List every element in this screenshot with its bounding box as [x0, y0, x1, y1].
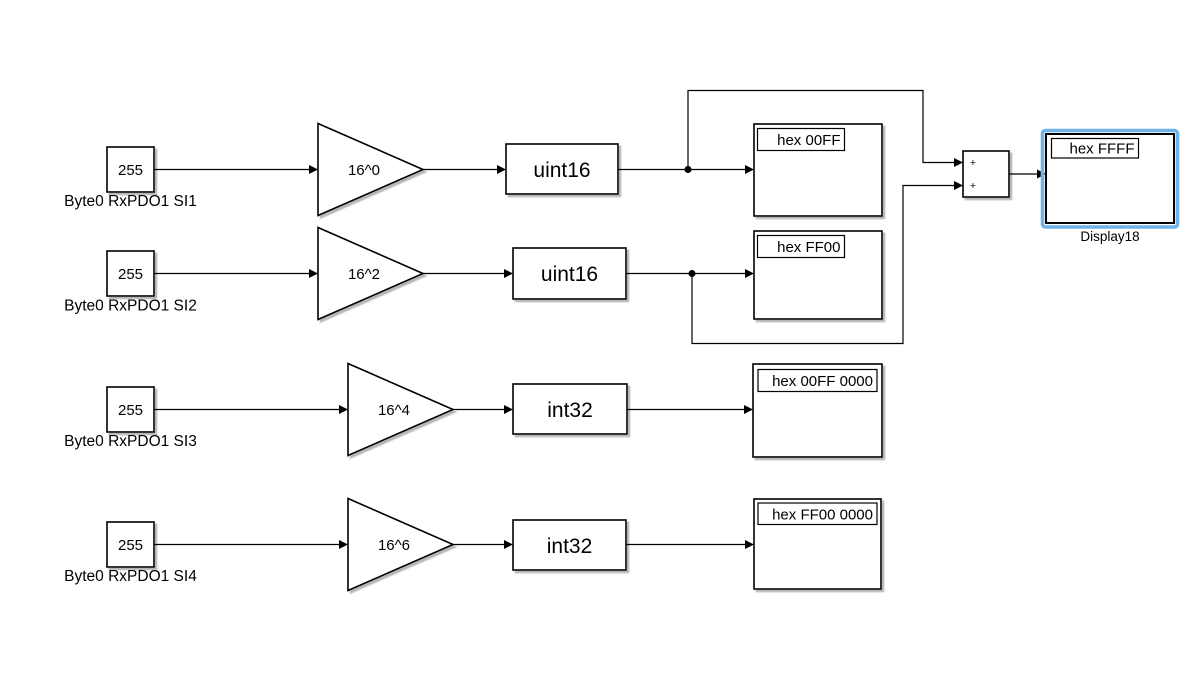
- row-3: 255 Byte0 RxPDO1 SI3 16^4 int32 hex 00FF…: [64, 362, 883, 458]
- wire-branch-to-sum-in2[interactable]: [691, 184, 955, 345]
- arrowhead: [504, 405, 513, 414]
- display-value: hex FF00 0000: [772, 507, 873, 524]
- gain-block-16e0[interactable]: [317, 122, 425, 217]
- convert-label: uint16: [541, 263, 598, 286]
- gain-value: 16^4: [378, 402, 410, 419]
- arrowhead: [339, 405, 348, 414]
- arrowhead: [504, 540, 513, 549]
- display-value-box: [757, 368, 878, 393]
- wire-branch-to-sum-in1[interactable]: [687, 89, 955, 170]
- convert-block-uint16-2[interactable]: [512, 247, 627, 300]
- arrowhead: [309, 165, 318, 174]
- arrowhead: [745, 165, 754, 174]
- constant-label: Byte0 RxPDO1 SI1: [64, 193, 197, 210]
- arrowhead: [504, 269, 513, 278]
- gain-block-16e4[interactable]: [347, 362, 455, 457]
- arrowhead: [309, 269, 318, 278]
- convert-label: uint16: [533, 159, 590, 182]
- gain-value: 16^6: [378, 537, 410, 554]
- constant-value: 255: [118, 537, 143, 554]
- display18-label: Display18: [1080, 229, 1139, 244]
- constant-value: 255: [118, 402, 143, 419]
- sum-group: + +: [962, 150, 1046, 198]
- sum-block[interactable]: [962, 150, 1010, 198]
- arrowhead: [744, 405, 753, 414]
- convert-block-uint16-1[interactable]: [505, 143, 619, 195]
- arrowhead: [954, 181, 963, 190]
- gain-value: 16^0: [348, 162, 380, 179]
- constant-label: Byte0 RxPDO1 SI3: [64, 433, 197, 450]
- arrowhead: [339, 540, 348, 549]
- display18-value: hex FFFF: [1069, 141, 1134, 158]
- constant-block-si2[interactable]: [106, 250, 155, 297]
- display-value-box: [756, 234, 846, 259]
- display-value: hex FF00: [777, 239, 840, 256]
- gain-block-16e2[interactable]: [317, 226, 425, 321]
- constant-block-si1[interactable]: [106, 146, 155, 193]
- constant-label: Byte0 RxPDO1 SI4: [64, 568, 197, 585]
- sum-plus-top: +: [970, 157, 976, 169]
- display18-group: hex FFFF Display18: [1040, 128, 1180, 244]
- display-value-box: [1050, 137, 1140, 159]
- arrowhead: [745, 540, 754, 549]
- arrowhead: [745, 269, 754, 278]
- display-value: hex 00FF: [777, 132, 840, 149]
- convert-block-int32-2[interactable]: [512, 519, 627, 571]
- convert-block-int32-1[interactable]: [512, 383, 628, 435]
- constant-label: Byte0 RxPDO1 SI2: [64, 298, 197, 315]
- constant-value: 255: [118, 266, 143, 283]
- arrowhead: [497, 165, 506, 174]
- row-1: 255 Byte0 RxPDO1 SI1 16^0 uint16 hex 00F…: [64, 89, 963, 217]
- display-value-box: [756, 127, 846, 152]
- display-value-box: [757, 502, 878, 526]
- row-4: 255 Byte0 RxPDO1 SI4 16^6 int32 hex FF00…: [64, 497, 882, 592]
- convert-label: int32: [547, 535, 593, 558]
- row-2: 255 Byte0 RxPDO1 SI2 16^2 uint16 hex FF0…: [64, 181, 963, 345]
- selection-outline: [1040, 128, 1180, 229]
- arrowhead: [954, 158, 963, 167]
- display-value: hex 00FF 0000: [772, 373, 873, 390]
- gain-block-16e6[interactable]: [347, 497, 455, 592]
- sum-plus-bottom: +: [970, 180, 976, 192]
- gain-value: 16^2: [348, 266, 380, 283]
- constant-value: 255: [118, 162, 143, 179]
- convert-label: int32: [547, 399, 593, 422]
